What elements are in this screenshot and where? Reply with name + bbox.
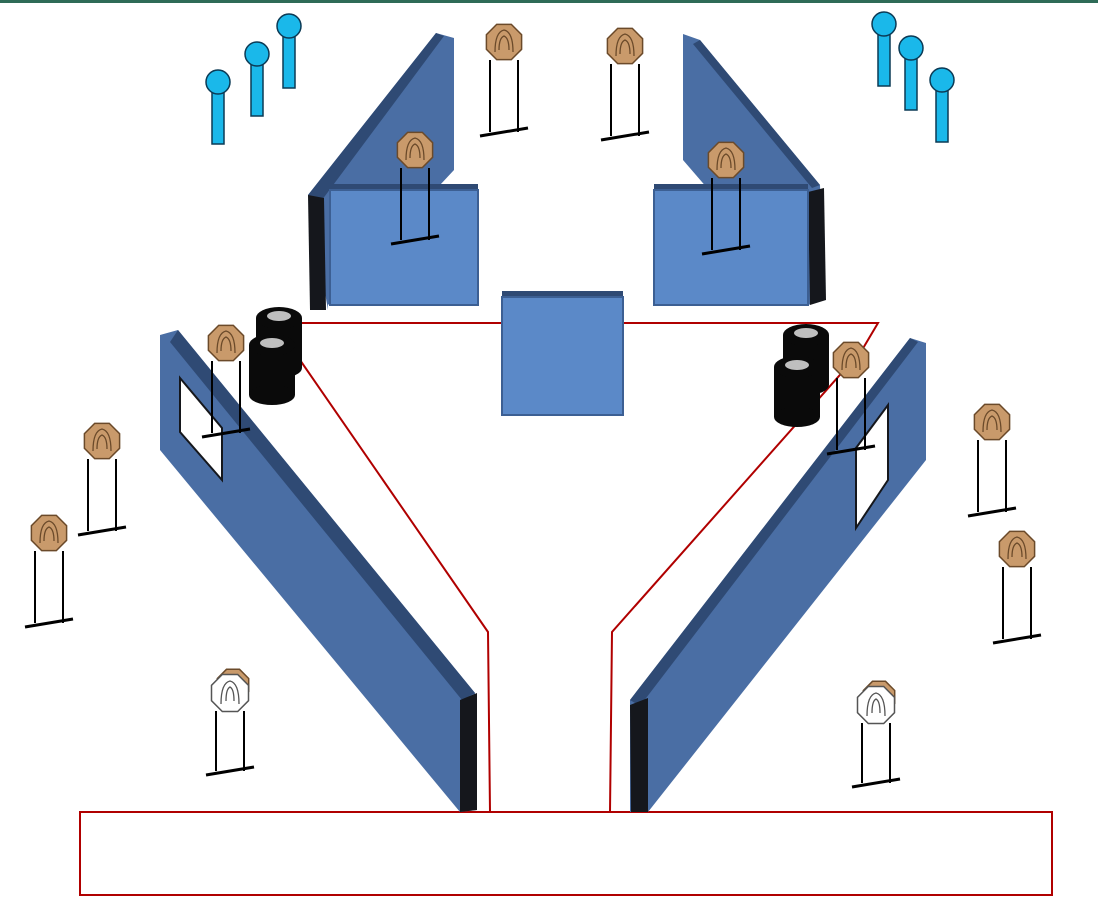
paper-target-8 bbox=[826, 341, 876, 456]
paper-target-5 bbox=[201, 324, 251, 439]
popper-4 bbox=[871, 11, 897, 87]
popper-2 bbox=[244, 41, 270, 117]
window-right bbox=[855, 401, 889, 532]
paper-target-2 bbox=[600, 27, 650, 142]
poppers bbox=[205, 11, 955, 145]
paper-target-9 bbox=[967, 403, 1017, 518]
paper-target-1 bbox=[479, 23, 529, 138]
barricade-left bbox=[329, 184, 479, 306]
shooting-box bbox=[79, 811, 1053, 896]
barrels bbox=[249, 307, 829, 427]
barrel-left-front bbox=[249, 334, 295, 405]
popper-5 bbox=[898, 35, 924, 111]
walls bbox=[160, 33, 926, 812]
paper-target-3 bbox=[390, 131, 440, 246]
fault-line-left bbox=[299, 359, 491, 813]
paper-target-10 bbox=[992, 530, 1042, 645]
wall-right bbox=[630, 338, 926, 812]
popper-6 bbox=[929, 67, 955, 143]
popper-3 bbox=[276, 13, 302, 89]
popper-1 bbox=[205, 69, 231, 145]
paper-target-7 bbox=[24, 514, 74, 629]
no-shoot-target-right bbox=[851, 680, 901, 789]
barricades bbox=[329, 184, 809, 416]
barricade-center bbox=[501, 291, 624, 416]
no-shoot-target-left bbox=[205, 668, 255, 777]
window-left bbox=[179, 375, 223, 483]
paper-target-6 bbox=[77, 422, 127, 537]
targets bbox=[24, 23, 1042, 789]
paper-target-4 bbox=[701, 141, 751, 256]
wall-left bbox=[160, 330, 477, 812]
barrel-right-front bbox=[774, 356, 820, 427]
barricade-right bbox=[653, 184, 809, 306]
top-rule bbox=[0, 0, 1098, 3]
